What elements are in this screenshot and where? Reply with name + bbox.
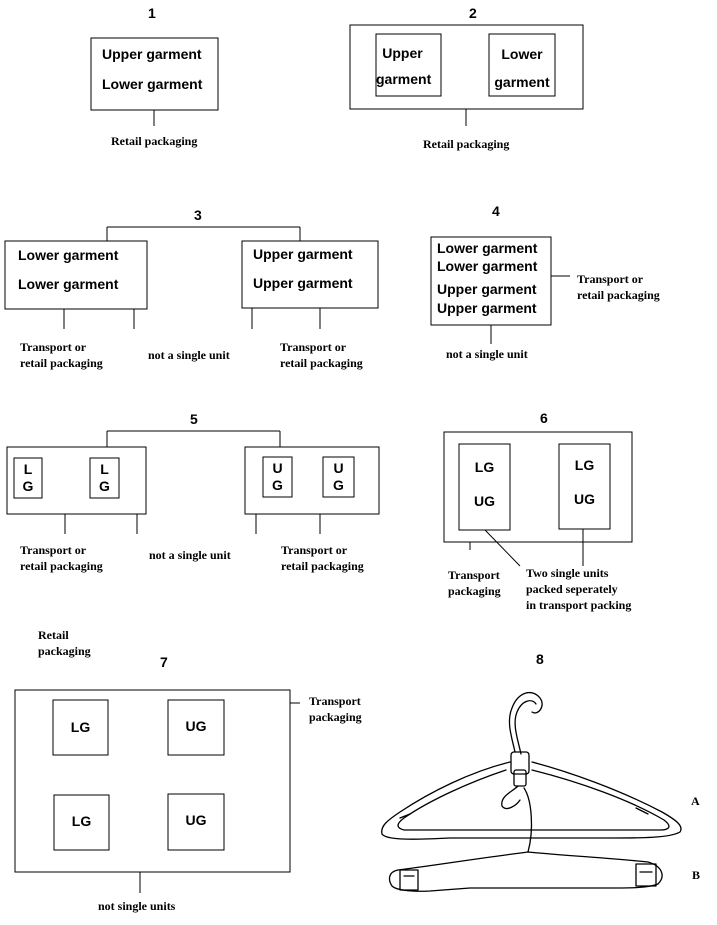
d6-caption-right: Two single units packed seperately in tr…	[526, 566, 632, 612]
d3-left-line-2: Lower garment	[18, 276, 119, 292]
diagram-number-1: 1	[148, 5, 156, 21]
d7-retail-label: Retail packaging	[38, 628, 91, 658]
d7-ug-top: UG	[185, 718, 207, 734]
d7-caption-bottom: not single units	[98, 899, 176, 913]
d5-lg-1: L G	[22, 461, 34, 494]
d8-label-a: A	[691, 794, 700, 808]
d5-ug-1: U G	[272, 460, 283, 493]
d3-caption-left: Transport or retail packaging	[20, 340, 103, 370]
d5-left-box	[6, 446, 147, 515]
d2-caption: Retail packaging	[423, 137, 510, 151]
d7-ug-bottom: UG	[185, 812, 207, 828]
diagram-number-5: 5	[190, 411, 198, 427]
d8-label-b: B	[692, 868, 701, 882]
d3-left-box	[4, 240, 148, 310]
d4-line-4: Upper garment	[437, 300, 537, 316]
diagram-number-3: 3	[194, 207, 202, 223]
diagram-number-8: 8	[536, 651, 544, 667]
diagram-number-2: 2	[469, 5, 477, 21]
d3-caption-middle: not a single unit	[148, 348, 230, 362]
d6-right-unit: LG UG	[574, 457, 595, 507]
d4-caption-right: Transport or retail packaging	[577, 272, 660, 302]
d3-right-box	[241, 240, 379, 309]
hanger-illustration	[381, 691, 682, 892]
d5-right-box	[244, 446, 380, 515]
diagram-number-4: 4	[492, 203, 500, 219]
d5-lg-2: L G	[99, 461, 110, 494]
d6-caption-left: Transport packaging	[448, 568, 501, 598]
d3-right-line-2: Upper garment	[253, 275, 353, 291]
d5-ug-2: U G	[333, 460, 344, 493]
d4-line-3: Upper garment	[437, 281, 537, 297]
d7-lg-bottom: LG	[71, 813, 92, 829]
d3-right-line-1: Upper garment	[253, 246, 353, 262]
d4-line-1: Lower garment	[437, 240, 538, 256]
diagram-number-7: 7	[160, 654, 168, 670]
d2-lower-garment: Lower garment	[494, 46, 550, 90]
d2-upper-box	[375, 33, 442, 97]
d1-upper-garment: Upper garment	[102, 46, 202, 62]
d3-caption-right: Transport or retail packaging	[280, 340, 363, 370]
d7-transport-label: Transport packaging	[309, 694, 362, 724]
d7-lg-top: LG	[70, 719, 91, 735]
d5-caption-left: Transport or retail packaging	[20, 543, 103, 573]
d5-caption-middle: not a single unit	[149, 548, 231, 562]
d4-caption-bottom: not a single unit	[446, 347, 528, 361]
d1-caption: Retail packaging	[111, 134, 198, 148]
d5-caption-right: Transport or retail packaging	[281, 543, 364, 573]
d2-upper-garment: Upper garment	[376, 45, 432, 87]
d6-outer-box	[443, 431, 633, 543]
d7-outer-box	[14, 689, 291, 873]
d3-left-line-1: Lower garment	[18, 247, 119, 263]
d6-left-unit: LG UG	[474, 459, 495, 509]
d1-lower-garment: Lower garment	[102, 76, 203, 92]
d4-line-2: Lower garment	[437, 258, 538, 274]
diagram-number-6: 6	[540, 410, 548, 426]
d2-lower-box	[488, 33, 556, 97]
